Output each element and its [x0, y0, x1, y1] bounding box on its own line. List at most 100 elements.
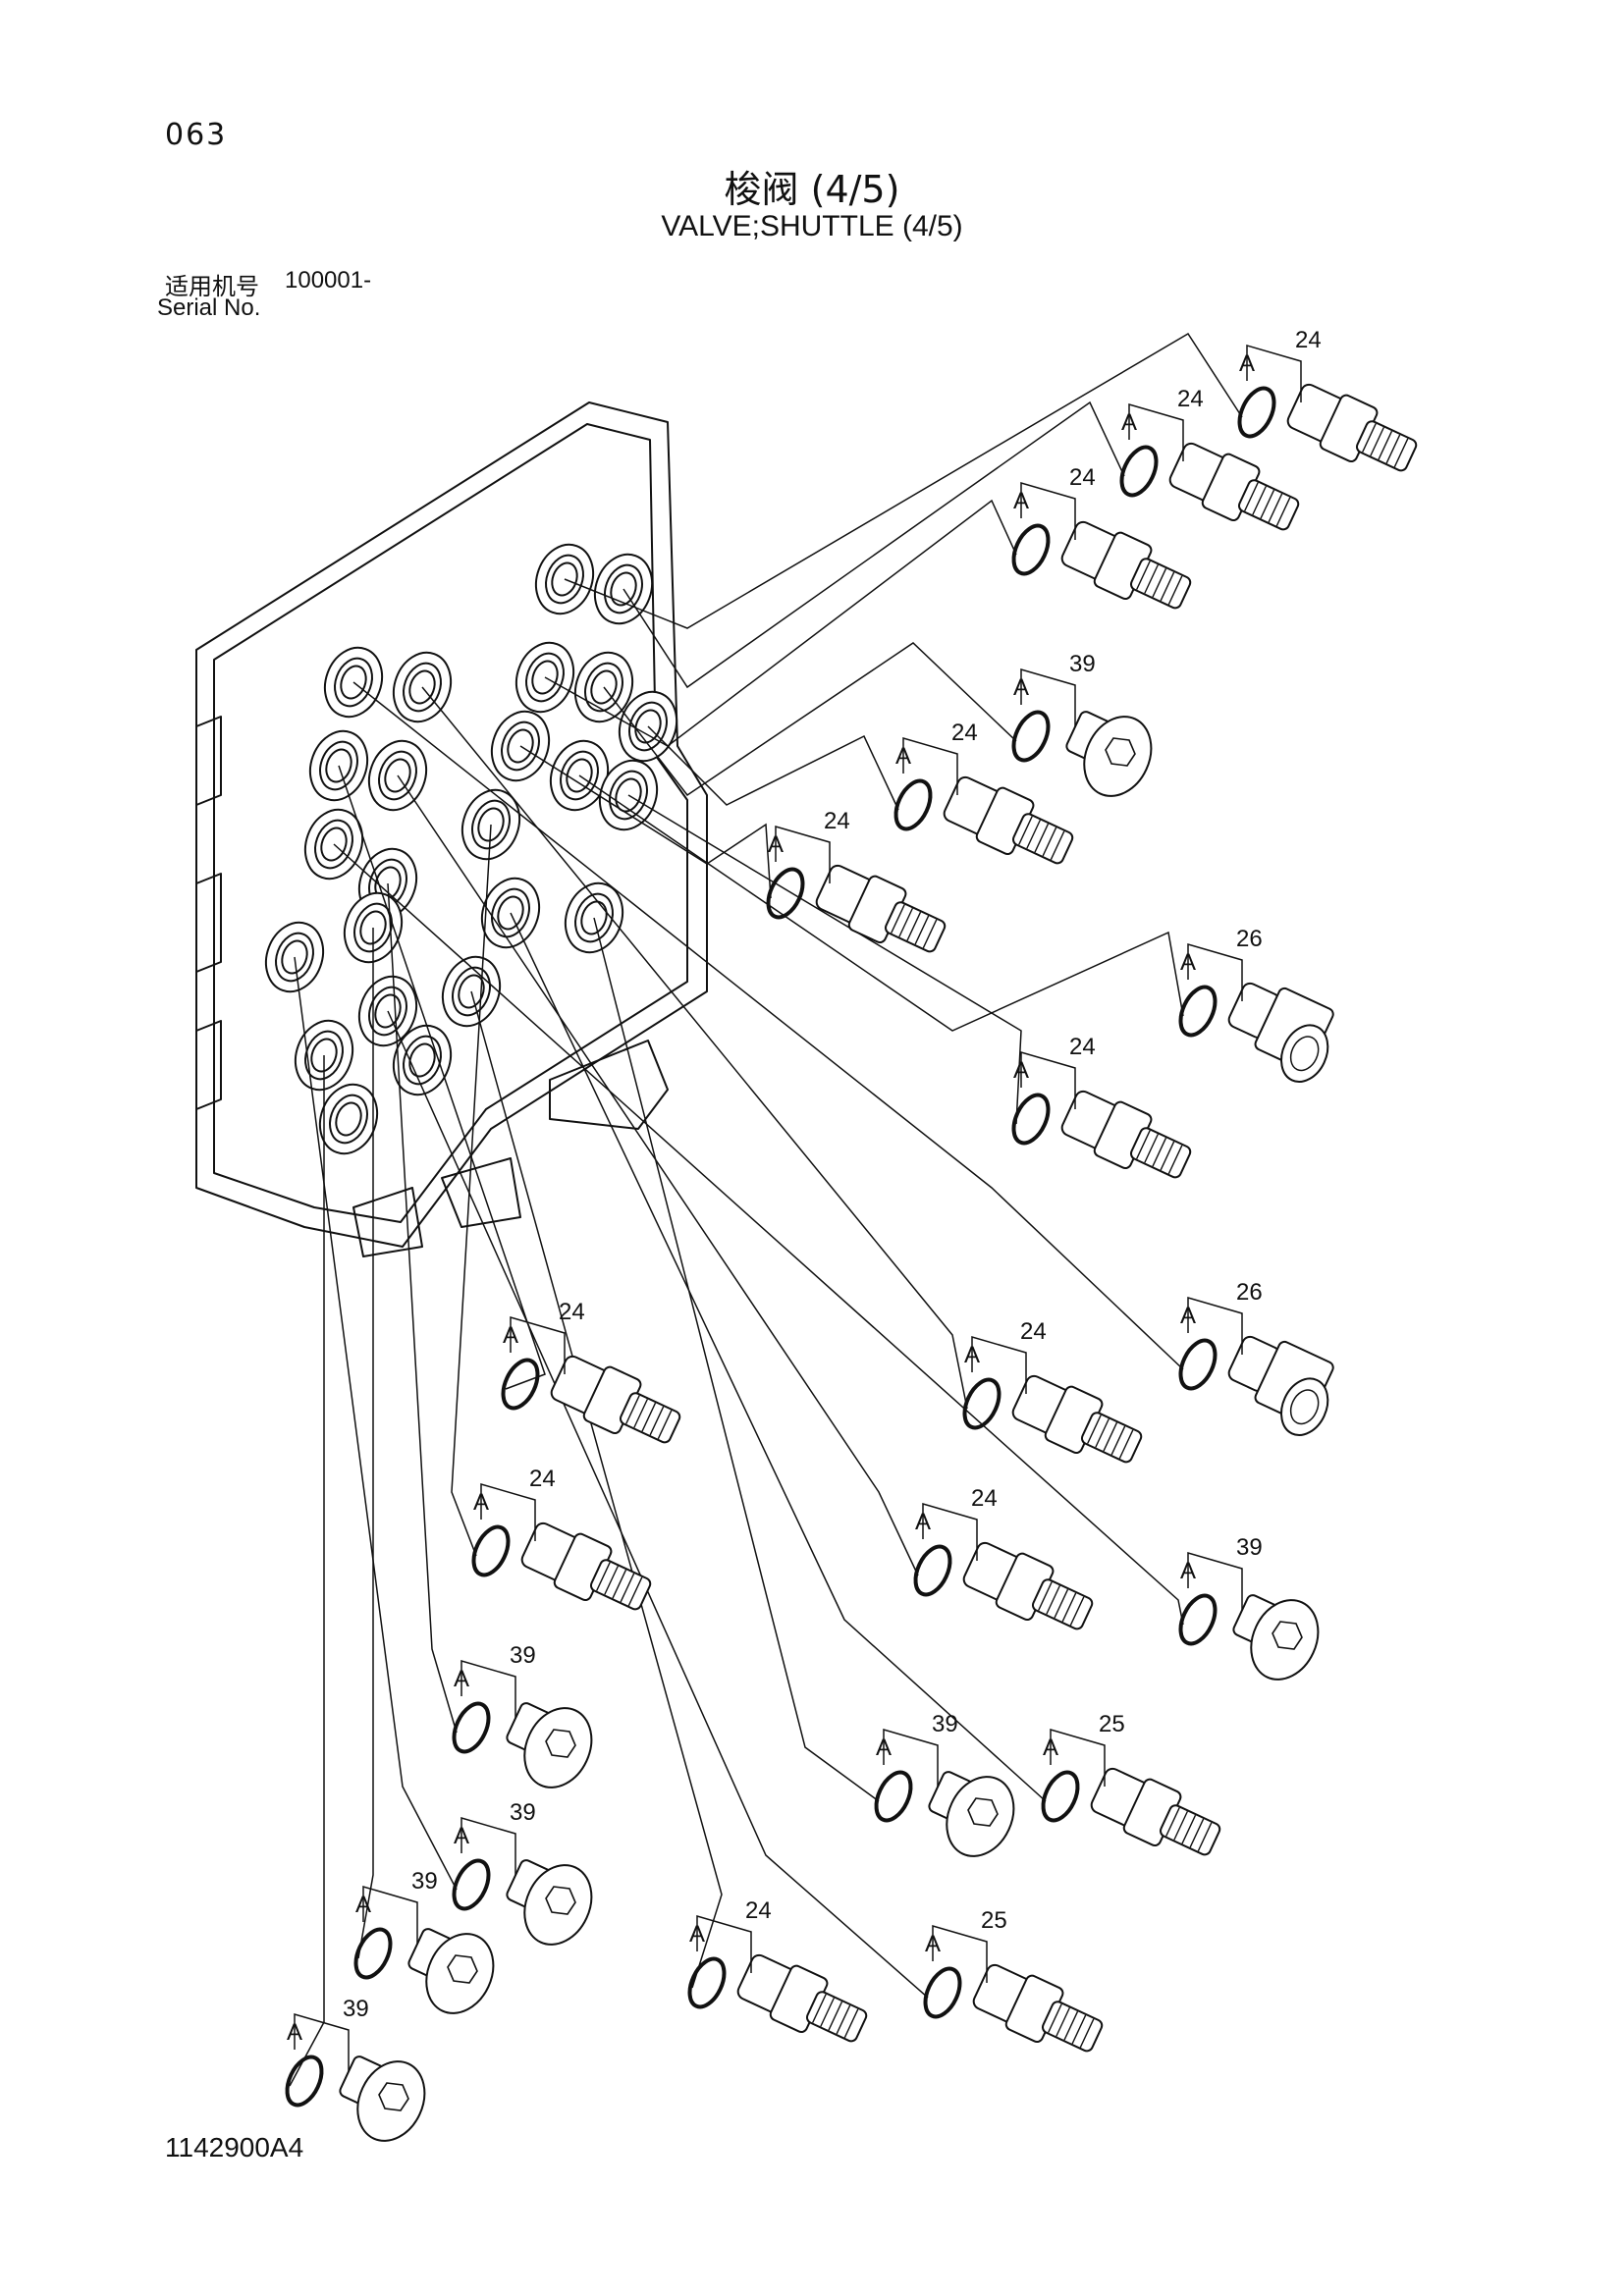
o-ring [1237, 386, 1276, 439]
part-fitting: A24 [687, 1897, 868, 2043]
o-ring [1011, 1093, 1051, 1146]
oring-ref-label: A [1013, 674, 1029, 701]
part-ref-label: 24 [1069, 464, 1096, 491]
part-fitting: A24 [962, 1318, 1143, 1464]
o-ring [452, 1858, 491, 1911]
o-ring [766, 867, 805, 920]
parts-layer: A24A24A24A39A24A24A26A24A26A24A24A24A24A… [285, 327, 1418, 2142]
part-plug: A39 [353, 1868, 495, 2014]
leader-line [519, 745, 772, 899]
part-fitting: A 24 [1011, 464, 1192, 610]
callout-bracket [1020, 482, 1076, 540]
o-ring [501, 1358, 540, 1411]
o-ring [874, 1770, 913, 1823]
callout-bracket [775, 826, 831, 883]
callout-bracket [1187, 1297, 1243, 1355]
part-plug: A39 [452, 1642, 593, 1789]
oring-ref-label: A [1180, 1558, 1196, 1584]
o-ring [1041, 1770, 1080, 1823]
leader-line [627, 794, 1022, 1125]
callout-bracket [460, 1817, 516, 1875]
leader-line [564, 332, 1243, 629]
oring-ref-label: A [925, 1931, 941, 1957]
part-plug: A39 [452, 1799, 593, 1946]
serial-value: 100001- [285, 267, 372, 294]
o-ring [893, 778, 933, 831]
callout-bracket [294, 2013, 350, 2071]
valve-port [318, 1083, 379, 1155]
part-plug: A39 [1011, 651, 1153, 797]
valve-port [392, 1024, 453, 1096]
leader-line [421, 686, 968, 1410]
part-ref-label: 26 [1236, 1279, 1263, 1306]
part-plug: A 39 [1178, 1534, 1320, 1681]
oring-ref-label: A [915, 1509, 931, 1535]
part-ref-label: 24 [1295, 327, 1322, 353]
part-plug: A39 [874, 1711, 1015, 1857]
title-english: VALVE;SHUTTLE (4/5) [661, 210, 963, 242]
part-fitting: A25 [1041, 1711, 1221, 1856]
oring-ref-label: A [964, 1342, 980, 1368]
part-fitting: A24 [471, 1466, 652, 1611]
o-ring [285, 2055, 324, 2108]
part-ref-label: 39 [343, 1996, 369, 2022]
callout-bracket [460, 1660, 516, 1718]
part-ref-label: 25 [1099, 1711, 1125, 1737]
o-ring [1178, 1338, 1218, 1391]
page-number: 063 [165, 118, 228, 152]
callout-bracket [1246, 345, 1302, 402]
oring-ref-label: A [1013, 488, 1029, 514]
oring-ref-label: A [1121, 409, 1137, 436]
leader-line [338, 765, 546, 1390]
serial-label-chinese: 适用机号 [165, 273, 259, 300]
o-ring [687, 1956, 727, 2009]
leader-line [623, 400, 1125, 689]
oring-ref-label: A [768, 831, 784, 858]
callout-bracket [1050, 1729, 1106, 1787]
o-ring [353, 1927, 393, 1980]
part-fitting: A 24 [766, 808, 947, 953]
part-adapter: A26 [1178, 1279, 1334, 1436]
part-ref-label: 24 [824, 808, 850, 834]
o-ring [471, 1524, 511, 1577]
callout-bracket [1187, 1552, 1243, 1610]
part-ref-label: 39 [1236, 1534, 1263, 1561]
part-fitting: A24 [1119, 386, 1300, 531]
o-ring [1119, 445, 1159, 498]
oring-ref-label: A [895, 743, 911, 770]
part-fitting: A24 [1237, 327, 1418, 472]
part-ref-label: 24 [1069, 1034, 1096, 1060]
part-fitting: A 24 [1011, 1034, 1192, 1179]
callout-bracket [696, 1915, 752, 1973]
callout-bracket [902, 737, 958, 795]
part-fitting: A 25 [923, 1907, 1104, 2053]
leader-line [451, 824, 492, 1557]
oring-ref-label: A [454, 1823, 469, 1849]
part-fitting: A24 [501, 1299, 681, 1444]
leader-line [387, 1010, 929, 1999]
callout-bracket [1128, 403, 1184, 461]
part-plug: A 39 [285, 1996, 426, 2142]
o-ring [1178, 1593, 1218, 1646]
oring-ref-label: A [1013, 1057, 1029, 1084]
part-adapter: A26 [1178, 926, 1334, 1083]
leader-line [544, 499, 1017, 747]
part-ref-label: 24 [971, 1485, 998, 1512]
leader-line [510, 912, 1047, 1802]
title-chinese: 梭阀 (4/5) [724, 168, 900, 211]
leader-lines [289, 332, 1243, 2087]
o-ring [1178, 985, 1218, 1038]
oring-ref-label: A [454, 1666, 469, 1692]
part-ref-label: 25 [981, 1907, 1007, 1934]
part-ref-label: 24 [745, 1897, 772, 1924]
serial-label-english: Serial No. [157, 294, 261, 321]
leader-line [294, 956, 458, 1891]
leader-line [470, 990, 723, 1989]
drawing-number: 1142900A4 [165, 2132, 304, 2163]
oring-ref-label: A [287, 2019, 302, 2046]
callout-bracket [922, 1503, 978, 1561]
leader-line [647, 725, 899, 811]
part-ref-label: 26 [1236, 926, 1263, 952]
callout-bracket [480, 1483, 536, 1541]
